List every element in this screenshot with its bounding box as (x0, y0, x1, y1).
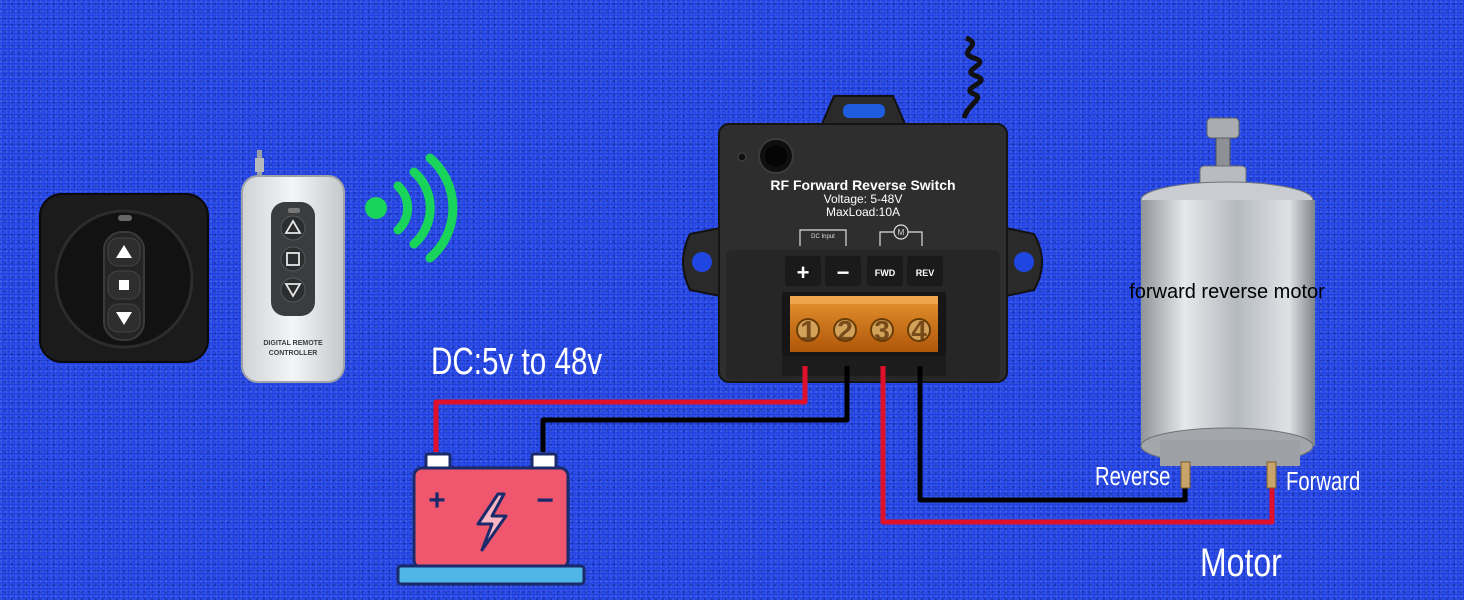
terminal-screw[interactable]: 4 (907, 315, 931, 346)
up-triangle-icon (284, 219, 302, 234)
dc-motor: forward reverse motor (1129, 117, 1325, 489)
terminal-screw[interactable]: 2 (833, 315, 857, 346)
down-triangle-icon (284, 283, 302, 298)
battery-minus-sign: − (536, 484, 554, 517)
dc-range-label: DC:5v to 48v (431, 341, 602, 383)
coil-antenna (961, 35, 984, 119)
wire-reverse (917, 366, 1188, 503)
motor-body-label: forward reverse motor (1129, 281, 1325, 303)
reverse-label: Reverse (1095, 462, 1170, 491)
stop-square-icon (286, 252, 300, 266)
remote-stop-button[interactable] (280, 246, 306, 272)
remote-caption-line2: CONTROLLER (269, 350, 318, 357)
down-triangle-icon (116, 312, 132, 325)
terminal-number-4: 4 (911, 315, 927, 346)
remote-controller: DIGITAL REMOTE CONTROLLER (241, 150, 345, 383)
remote-caption-line1: DIGITAL REMOTE (263, 340, 323, 347)
terminal-minus-label: − (837, 260, 850, 285)
wall-down-button[interactable] (107, 303, 141, 333)
wall-stop-button[interactable] (107, 270, 141, 300)
up-triangle-icon (116, 245, 132, 258)
wireless-signal-icon (365, 153, 458, 263)
wall-up-button[interactable] (107, 237, 141, 267)
terminal-number-2: 2 (837, 315, 853, 346)
battery: + − (396, 452, 586, 586)
wire-negative (540, 366, 850, 452)
remote-down-button[interactable] (280, 277, 306, 303)
terminal-number-1: 1 (800, 315, 816, 346)
rf-switch-box: RF Forward Reverse Switch Voltage: 5-48V… (682, 35, 1043, 383)
switch-maxload: MaxLoad:10A (826, 205, 900, 219)
lightning-bolt-icon (476, 492, 508, 552)
battery-plus-sign: + (428, 484, 446, 517)
motor-symbol-label: M (898, 228, 905, 237)
wire-forward (880, 366, 1275, 525)
switch-voltage: Voltage: 5-48V (824, 192, 903, 206)
wire-positive (433, 366, 808, 452)
remote-up-button[interactable] (280, 215, 306, 241)
indicator-led (118, 215, 132, 221)
motor-terminal-reverse (1180, 461, 1191, 489)
motor-terminal-forward (1266, 461, 1277, 489)
status-led (737, 152, 747, 162)
terminal-plus-label: + (797, 260, 810, 285)
motor-pinion (1206, 117, 1240, 139)
dc-input-label: DC Input (811, 234, 835, 240)
learn-button[interactable] (758, 138, 794, 174)
terminal-rev-label: REV (916, 268, 935, 278)
terminal-screw[interactable]: 1 (796, 315, 820, 346)
terminal-fwd-label: FWD (875, 268, 896, 278)
terminal-number-3: 3 (874, 315, 890, 346)
stop-square-icon (119, 280, 129, 290)
switch-title: RF Forward Reverse Switch (770, 177, 955, 193)
wall-switch (39, 193, 209, 363)
motor-symbol-icon (893, 224, 909, 240)
motor-caption: Motor (1200, 540, 1282, 585)
wires (433, 366, 1275, 525)
terminal-screw[interactable]: 3 (870, 315, 894, 346)
forward-label: Forward (1286, 467, 1360, 496)
